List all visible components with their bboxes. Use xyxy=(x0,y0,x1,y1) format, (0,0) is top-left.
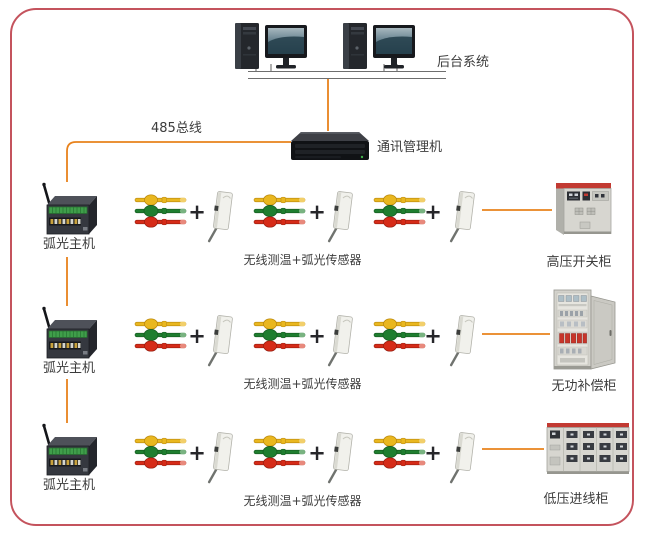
monitoring-row-1: 弧光主机 + + + 无线测温+弧光传感器 高压开关柜 xyxy=(0,180,660,312)
temp-sensors-icon xyxy=(134,318,188,354)
temp-sensors-icon xyxy=(134,435,188,471)
arc-host-icon xyxy=(35,421,99,479)
cabinet-label: 高压开关柜 xyxy=(546,255,612,270)
arc-host-icon xyxy=(35,304,99,362)
reactive-compensation-cabinet-icon xyxy=(551,287,619,373)
monitoring-row-2: 弧光主机 + + + 无线测温+弧光传感器 无功补偿柜 xyxy=(0,304,660,436)
backend-computer-1-icon xyxy=(232,20,310,76)
comm-manager-label: 通讯管理机 xyxy=(377,140,443,155)
bus-485-label: 485总线 xyxy=(151,121,202,136)
diagram-canvas: 后台系统 通讯管理机 485总线 弧光主机 + + + 无线测温+弧光传感器 高… xyxy=(0,8,660,526)
lv-incoming-cabinet-icon xyxy=(545,419,631,479)
arc-sensor-icon xyxy=(207,427,237,485)
sensor-caption: 无线测温+弧光传感器 xyxy=(243,377,362,391)
plus-sign: + xyxy=(424,441,442,465)
arc-sensor-icon xyxy=(207,310,237,368)
temp-sensors-icon xyxy=(134,194,188,230)
backend-computer-2-icon xyxy=(340,20,418,76)
plus-sign: + xyxy=(308,324,326,348)
arc-host-label: 弧光主机 xyxy=(42,361,95,376)
temp-sensors-icon xyxy=(253,318,307,354)
arc-sensor-icon xyxy=(449,186,479,244)
temp-sensors-icon xyxy=(253,435,307,471)
temp-sensors-icon xyxy=(373,435,427,471)
orange-connection-lines xyxy=(66,79,552,450)
sensor-caption: 无线测温+弧光传感器 xyxy=(243,494,362,508)
arc-sensor-icon xyxy=(327,427,357,485)
plus-sign: + xyxy=(188,324,206,348)
temp-sensors-icon xyxy=(373,318,427,354)
plus-sign: + xyxy=(424,200,442,224)
arc-sensor-icon xyxy=(207,186,237,244)
arc-host-label: 弧光主机 xyxy=(42,478,95,493)
plus-sign: + xyxy=(188,200,206,224)
monitoring-row-3: 弧光主机 + + + 无线测温+弧光传感器 低压进线柜 xyxy=(0,421,660,553)
arc-sensor-icon xyxy=(327,186,357,244)
line-485-bus xyxy=(66,141,291,182)
diagram-border xyxy=(10,8,634,526)
plus-sign: + xyxy=(308,441,326,465)
arc-sensor-icon xyxy=(449,310,479,368)
sensor-caption: 无线测温+弧光传感器 xyxy=(243,253,362,267)
arc-host-label: 弧光主机 xyxy=(42,237,95,252)
temp-sensors-icon xyxy=(253,194,307,230)
backend-system-label: 后台系统 xyxy=(437,55,490,70)
temp-sensors-icon xyxy=(373,194,427,230)
plus-sign: + xyxy=(188,441,206,465)
arc-sensor-icon xyxy=(327,310,357,368)
arc-sensor-icon xyxy=(449,427,479,485)
hv-switchgear-cabinet-icon xyxy=(553,180,615,238)
cabinet-label: 低压进线柜 xyxy=(543,492,609,507)
comm-server-icon xyxy=(291,129,369,163)
cabinet-label: 无功补偿柜 xyxy=(551,379,617,394)
connection-lines xyxy=(66,64,552,450)
plus-sign: + xyxy=(424,324,442,348)
arc-host-icon xyxy=(35,180,99,238)
plus-sign: + xyxy=(308,200,326,224)
